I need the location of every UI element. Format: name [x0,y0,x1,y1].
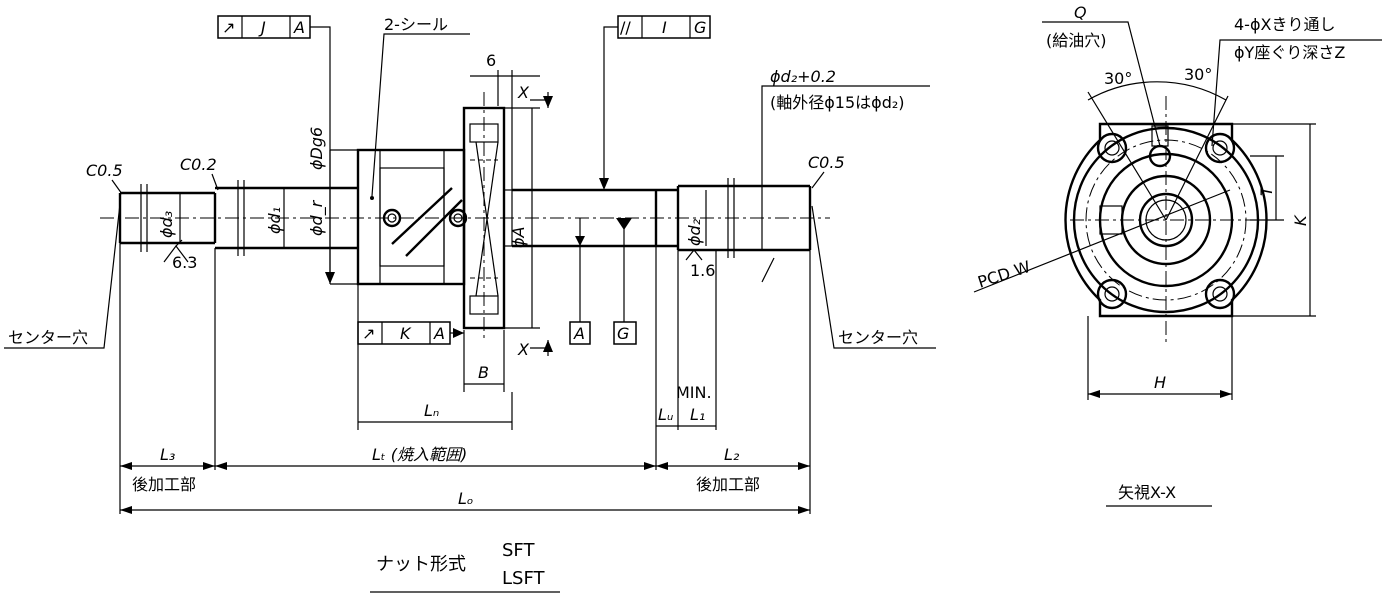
svg-text:C0.5: C0.5 [86,161,123,180]
datum-g: G [613,218,637,345]
svg-text:(軸外径ϕ15はϕd₂): (軸外径ϕ15はϕd₂) [770,93,905,112]
svg-text:Lₜ (焼入範囲): Lₜ (焼入範囲) [372,445,467,464]
svg-text:B: B [478,363,489,382]
roughness-marks: 6.3 1.6 [163,239,775,283]
ball-nut [356,92,513,340]
svg-text:A: A [433,324,445,343]
svg-text:30°: 30° [1184,65,1212,84]
svg-text:G: G [694,18,706,37]
svg-text:ナット形式: ナット形式 [376,554,466,575]
svg-text:矢視X-X: 矢視X-X [1118,483,1176,502]
dim-lo: Lₒ [120,489,810,514]
parallelism-icon: // [620,18,631,37]
svg-text:PCD W: PCD W [975,257,1032,292]
runout-icon: ↗ [222,18,235,37]
svg-text:C0.5: C0.5 [808,153,845,172]
svg-text:Lₙ: Lₙ [424,401,439,420]
gdt-frame-top-left: ↗ J A [217,15,335,284]
section-marks: X X [517,83,553,359]
svg-text:ϕd₂+0.2: ϕd₂+0.2 [770,67,836,86]
dim-6: 6 [470,51,540,190]
dim-b: B [463,330,505,392]
svg-text:6: 6 [486,51,496,70]
center-hole-right: センター穴 [811,205,936,349]
nut-type: ナット形式 SFT LSFT [370,540,560,593]
svg-text:ϕY座ぐり深さZ: ϕY座ぐり深さZ [1234,43,1345,62]
svg-text:ϕDg6: ϕDg6 [307,127,326,170]
svg-text:センター穴: センター穴 [838,328,918,347]
section-x-bottom: X [517,340,530,359]
svg-text:4-ϕXきり通し: 4-ϕXきり通し [1234,15,1335,34]
svg-text:SFT: SFT [502,540,535,561]
dim-lu-l1: MIN. Lᵤ L₁ [655,246,717,470]
svg-text:C0.2: C0.2 [180,155,217,174]
svg-text:A: A [573,324,585,343]
end-view-labels: Q (給油穴) 4-ϕXきり通し ϕY座ぐり深さZ 30° 30° T K PC… [973,3,1382,507]
dim-ln: Lₙ [357,284,513,430]
center-hole-left: センター穴 [4,203,121,349]
svg-text:6.3: 6.3 [172,253,197,272]
svg-text:2-シール: 2-シール [384,15,448,34]
svg-text:L₂: L₂ [724,445,740,464]
svg-text:LSFT: LSFT [502,568,545,589]
svg-text:MIN.: MIN. [676,383,712,402]
svg-text:I: I [662,18,667,37]
section-x-top: X [517,83,530,102]
svg-text:(給油穴): (給油穴) [1046,31,1107,50]
runout-icon: ↗ [362,324,375,343]
svg-text:L₁: L₁ [690,405,705,424]
svg-text:センター穴: センター穴 [8,328,88,347]
svg-text:1.6: 1.6 [690,261,715,280]
svg-text:ϕA: ϕA [509,227,528,249]
diameter-labels: ϕd₃ ϕd₁ ϕd_r ϕDg6 ϕA ϕd₂ [157,107,707,329]
svg-text:H: H [1154,373,1166,392]
svg-text:後加工部: 後加工部 [696,475,760,494]
svg-text:L₃: L₃ [160,445,175,464]
dim-l3-lt-l2: L₃ Lₜ (焼入範囲) L₂ 後加工部 後加工部 [119,243,811,514]
svg-text:Q: Q [1074,3,1087,22]
svg-text:ϕd₂: ϕd₂ [685,218,704,246]
svg-text:T: T [1257,185,1276,196]
seal-callout: 2-シール [370,15,470,200]
svg-text:K: K [400,324,412,343]
svg-text:ϕd_r: ϕd_r [307,199,327,236]
datum-a: A [569,218,591,345]
svg-text:30°: 30° [1104,69,1132,88]
shaft-outline [100,178,830,258]
svg-text:Lₒ: Lₒ [458,489,474,508]
svg-text:K: K [1291,214,1310,226]
svg-text:Lᵤ: Lᵤ [658,405,673,424]
svg-text:J: J [258,18,266,37]
end-view [1064,81,1268,344]
gdt-frame-top-right: // I G [599,15,711,190]
svg-text:後加工部: 後加工部 [132,475,196,494]
svg-text:ϕd₃: ϕd₃ [157,211,176,238]
svg-text:G: G [617,324,629,343]
svg-text:A: A [293,18,305,37]
gdt-frame-bottom: ↗ K A [357,321,464,345]
chamfer-labels: C0.5 C0.2 C0.5 [86,153,845,195]
svg-text:ϕd₁: ϕd₁ [265,207,284,234]
d2-callout: ϕd₂+0.2 (軸外径ϕ15はϕd₂) [761,67,930,250]
